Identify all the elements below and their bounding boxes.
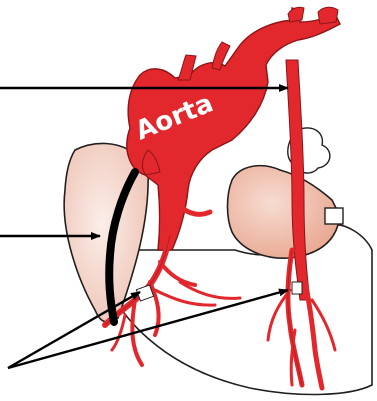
anastomosis-marker-right xyxy=(292,282,302,294)
arch-branch-right xyxy=(318,7,338,24)
arch-branch-top xyxy=(288,7,304,22)
left-atrium xyxy=(228,166,339,259)
left-atrium-appendage xyxy=(325,208,343,224)
